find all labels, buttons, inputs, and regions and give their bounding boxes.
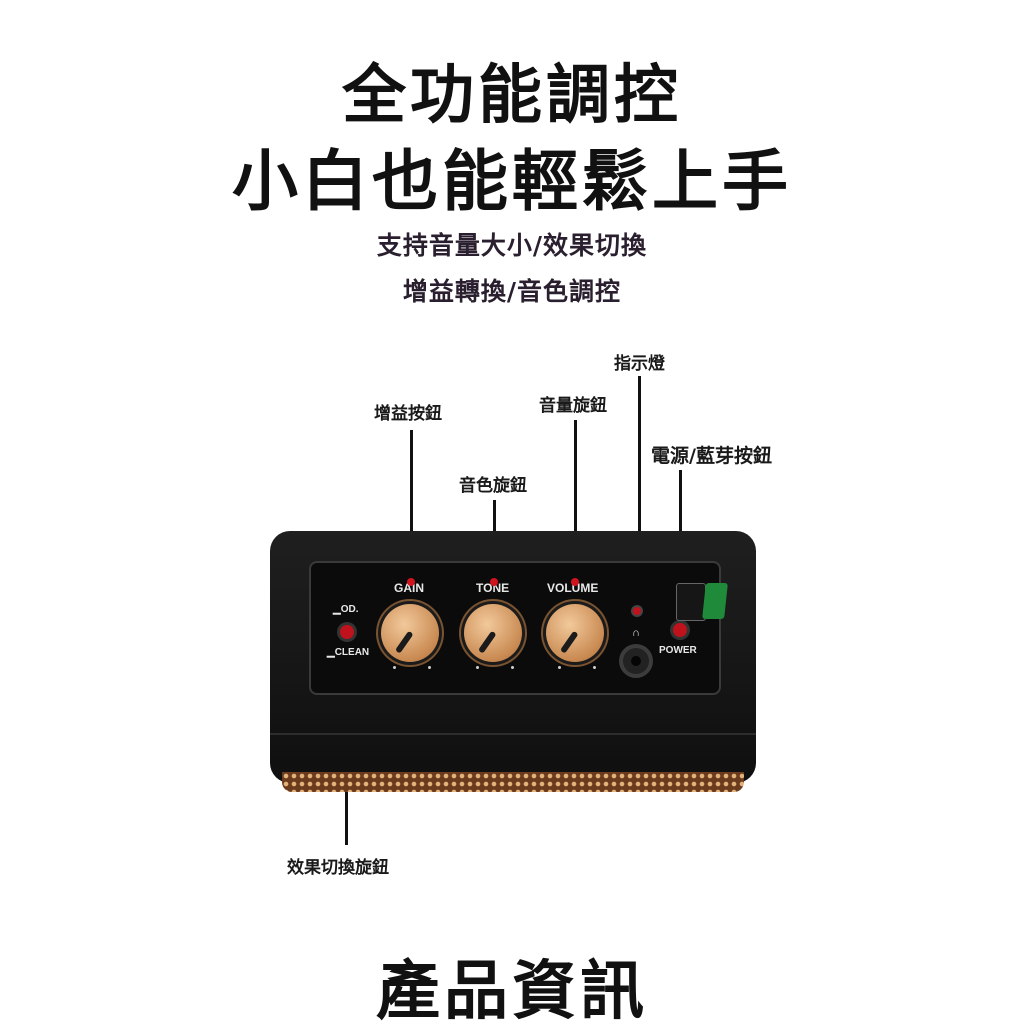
leader-line-volume — [574, 420, 577, 582]
volume-knob-pointer — [559, 630, 579, 654]
marker-dot-tone — [490, 578, 498, 586]
tone-knob-pointer — [477, 630, 497, 654]
scale-dot — [558, 666, 561, 669]
scale-dot — [476, 666, 479, 669]
bluetooth-slot — [676, 583, 706, 621]
callout-volume-label: 音量旋鈕 — [539, 396, 607, 416]
volume-knob[interactable] — [546, 604, 604, 662]
panel-label-volume: VOLUME — [547, 581, 599, 595]
panel-label-power: POWER — [659, 645, 697, 656]
callout-gain-label: 增益按鈕 — [374, 404, 442, 424]
headline-line-1: 全功能調控 — [342, 59, 682, 133]
switch-icon: ▁ — [333, 604, 341, 615]
amplifier-grille — [282, 772, 744, 792]
panel-label-clean-text: CLEAN — [334, 647, 370, 658]
headphone-jack[interactable] — [623, 648, 649, 674]
callout-effect-switch-label: 效果切換旋鈕 — [287, 858, 389, 878]
subheading-line-1: 支持音量大小/效果切換 — [376, 231, 648, 260]
scale-dot — [393, 666, 396, 669]
leader-line-indicator — [638, 376, 641, 604]
headline-line-2: 小白也能輕鬆上手 — [232, 143, 792, 220]
callout-power-bt-label: 電源/藍芽按鈕 — [651, 445, 772, 467]
product-info-title: 產品資訊 — [376, 955, 648, 1029]
gain-knob-pointer — [394, 630, 414, 654]
marker-dot-volume — [571, 578, 579, 586]
leader-line-gain — [410, 430, 413, 582]
callout-indicator-label: 指示燈 — [614, 354, 665, 374]
scale-dot — [428, 666, 431, 669]
panel-label-gain: GAIN — [394, 581, 424, 595]
headphone-icon: ∩ — [632, 627, 640, 639]
bluetooth-tab — [702, 583, 728, 619]
amplifier-seam — [270, 733, 756, 735]
panel-label-clean: ▁CLEAN — [327, 647, 369, 658]
panel-label-tone: TONE — [476, 581, 510, 595]
switch-icon: ▁ — [327, 647, 335, 658]
panel-label-od-text: OD. — [340, 604, 359, 615]
callout-tone-label: 音色旋鈕 — [459, 476, 527, 496]
indicator-light — [633, 607, 641, 615]
subheading-line-2: 增益轉換/音色調控 — [402, 277, 622, 306]
panel-label-od: ▁OD. — [333, 604, 358, 615]
scale-dot — [593, 666, 596, 669]
effect-switch-button[interactable] — [340, 625, 354, 639]
power-bluetooth-button[interactable] — [673, 623, 687, 637]
marker-dot-gain — [407, 578, 415, 586]
tone-knob[interactable] — [464, 604, 522, 662]
gain-knob[interactable] — [381, 604, 439, 662]
scale-dot — [511, 666, 514, 669]
